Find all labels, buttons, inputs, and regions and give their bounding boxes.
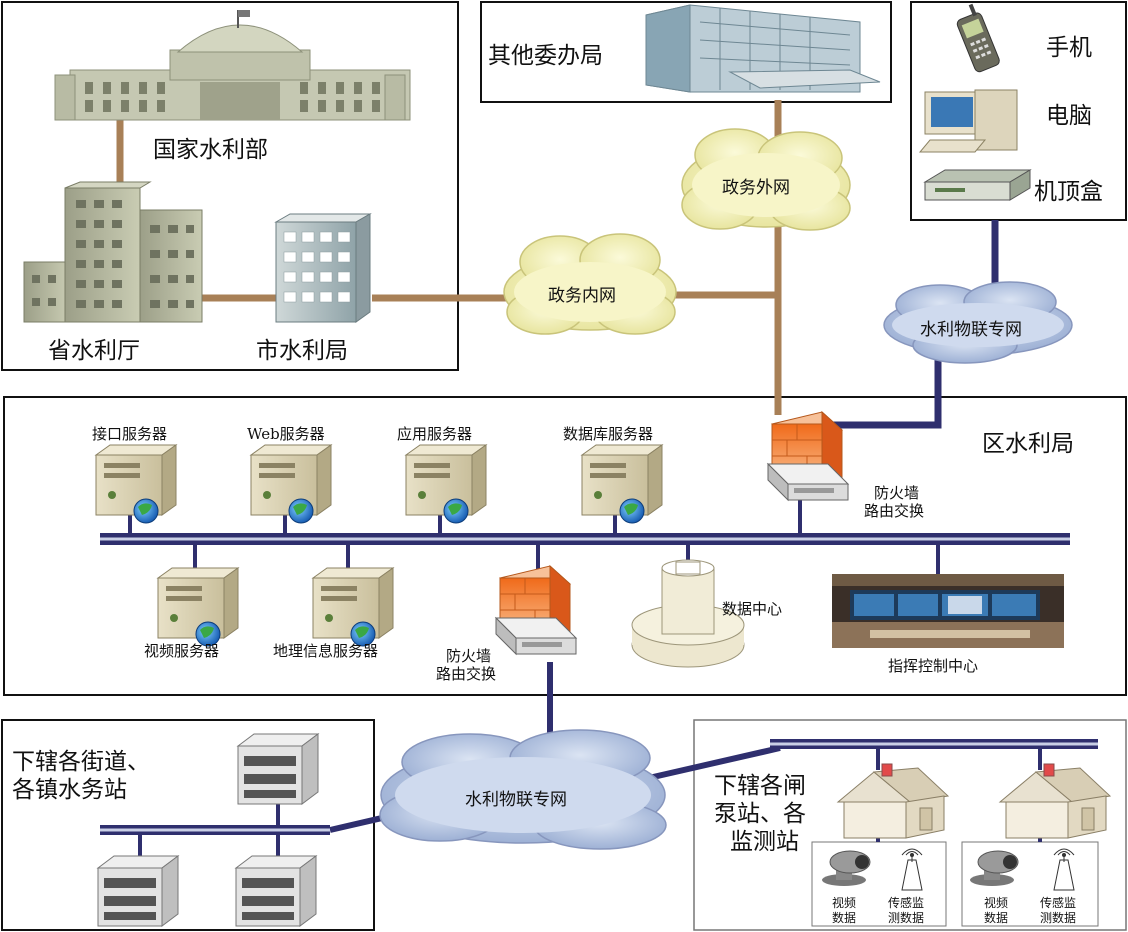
ministry-label: 国家水利部 <box>153 137 268 163</box>
router-top-label: 路由交换 <box>864 502 925 520</box>
video-server-icon <box>157 567 239 647</box>
iot-network-lower-label: 水利物联专网 <box>465 790 567 810</box>
gis-server-label: 地理信息服务器 <box>273 642 379 660</box>
district-title: 区水利局 <box>982 431 1074 457</box>
gov-external-network-label: 政务外网 <box>722 178 790 198</box>
firewall-router-bottom-icon <box>495 565 577 655</box>
capitol-building-icon <box>54 10 411 121</box>
router-bottom-label: 路由交换 <box>436 665 497 683</box>
video-data-label-1: 视频 数据 <box>832 896 857 925</box>
firewall-top-label: 防火墙 <box>874 484 920 502</box>
command-center-label: 指挥控制中心 <box>888 657 979 675</box>
pump-stations-title-line3: 监测站 <box>730 829 799 855</box>
pump-stations-title-line2: 泵站、各 <box>714 801 806 827</box>
gov-internal-network-label: 政务内网 <box>548 286 616 306</box>
interface-server-icon <box>95 444 177 524</box>
web-server-label: Web服务器 <box>247 425 325 443</box>
city-office-building-icon <box>274 213 372 323</box>
set-top-box-label: 机顶盒 <box>1034 179 1103 205</box>
pump-stations-title-line1: 下辖各闸 <box>714 773 806 799</box>
phone-label: 手机 <box>1046 35 1092 61</box>
city-label: 市水利局 <box>256 338 348 364</box>
command-center-image <box>832 574 1064 648</box>
street-stations-title-line2: 各镇水务站 <box>12 777 127 803</box>
gis-server-icon <box>312 567 394 647</box>
agency-building-icon <box>645 4 881 93</box>
video-data-label-2: 视频 数据 <box>984 896 1009 925</box>
web-server-icon <box>250 444 332 524</box>
street-station-building-icon-2 <box>97 855 179 927</box>
province-office-building-icon <box>23 181 203 323</box>
firewall-bottom-label: 防火墙 <box>446 647 492 665</box>
database-server-icon <box>581 444 663 524</box>
phone-icon <box>956 3 1000 73</box>
street-station-building-icon-1 <box>237 733 319 805</box>
sensor-data-label-2: 传感监 测数据 <box>1040 896 1077 925</box>
computer-label: 电脑 <box>1046 103 1092 129</box>
data-center-label: 数据中心 <box>722 600 783 618</box>
data-center-icon <box>631 559 745 668</box>
computer-icon <box>918 89 1018 153</box>
province-label: 省水利厅 <box>48 338 140 364</box>
blue-links <box>100 220 1098 858</box>
agency-label: 其他委办局 <box>488 43 603 69</box>
street-stations-title-line1: 下辖各街道、 <box>12 749 150 775</box>
firewall-router-top-icon <box>767 411 849 501</box>
street-station-building-icon-3 <box>235 855 317 927</box>
sensor-data-label-1: 传感监 测数据 <box>888 896 925 925</box>
database-server-label: 数据库服务器 <box>563 425 654 443</box>
app-server-label: 应用服务器 <box>397 425 473 443</box>
iot-network-upper-label: 水利物联专网 <box>920 320 1022 340</box>
video-server-label: 视频服务器 <box>144 642 220 660</box>
interface-server-label: 接口服务器 <box>92 425 168 443</box>
set-top-box-icon <box>923 169 1032 201</box>
app-server-icon <box>405 444 487 524</box>
